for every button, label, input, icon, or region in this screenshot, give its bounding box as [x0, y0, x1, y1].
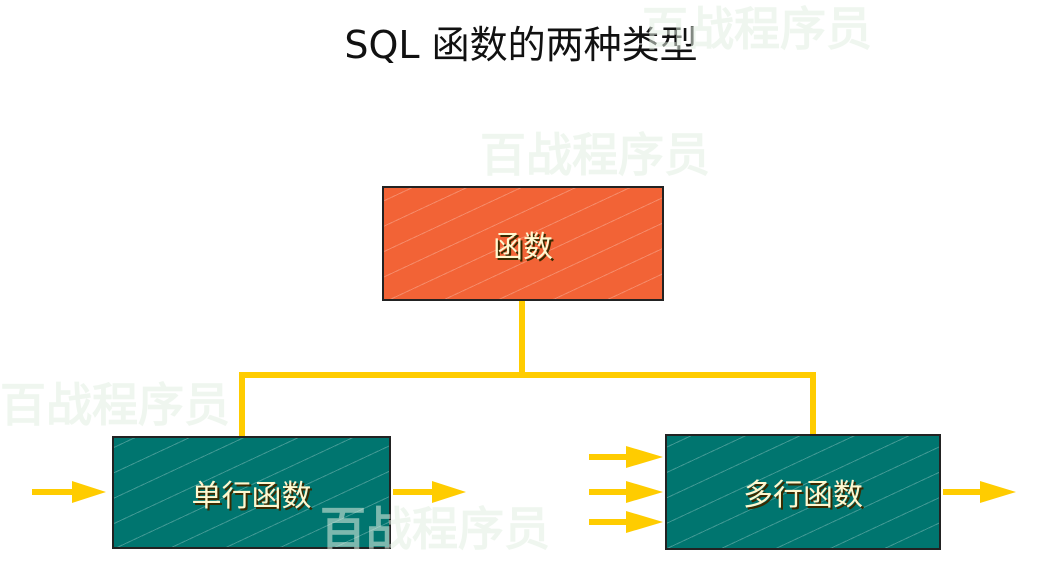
arrow-input-multi-2: [589, 481, 663, 503]
arrow-input-single: [32, 481, 106, 503]
node-label: 多行函数: [743, 478, 863, 513]
watermark: 百战程序员: [480, 128, 710, 182]
node-multi-row-functions: 多行函数: [665, 434, 941, 550]
node-label: 函数: [493, 229, 553, 265]
arrow-input-multi-3: [589, 511, 663, 533]
node-single-row-functions: 单行函数: [112, 436, 391, 549]
watermark: 百战程序员: [642, 2, 872, 56]
tree-connector: [239, 300, 816, 437]
page-title: SQL 函数的两种类型: [344, 23, 698, 67]
watermark: 百战程序员: [0, 378, 230, 432]
arrow-output-single: [393, 481, 466, 503]
node-functions: 函数: [382, 186, 664, 301]
arrow-output-multi: [943, 481, 1016, 503]
watermark: 百战程序员: [320, 502, 550, 556]
node-label: 单行函数: [191, 478, 312, 514]
arrow-input-multi-1: [589, 446, 663, 468]
